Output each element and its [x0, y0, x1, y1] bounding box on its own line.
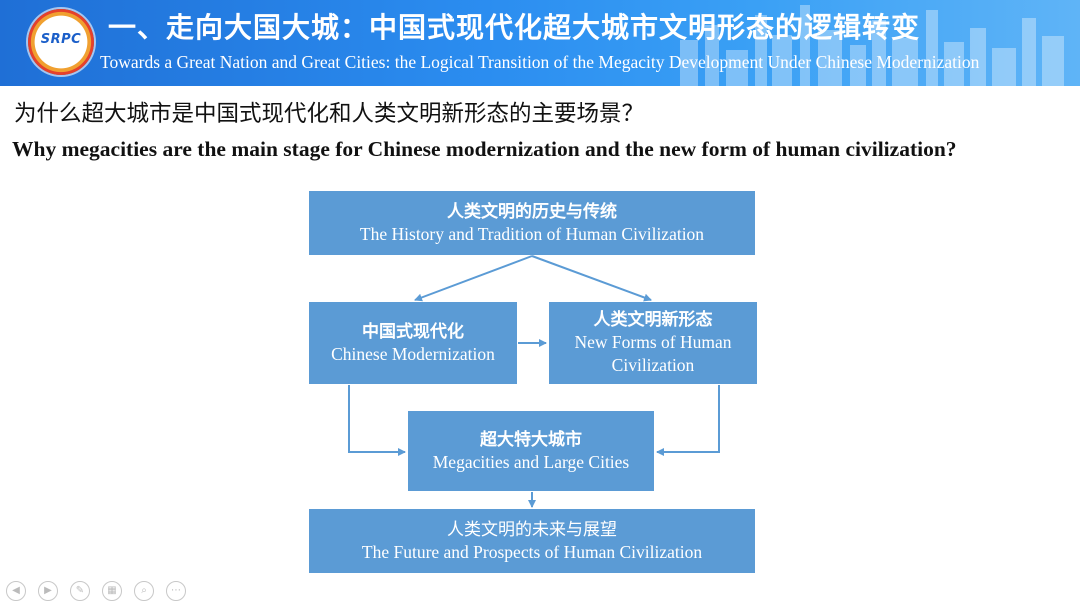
slides-icon[interactable]: ▦	[102, 581, 122, 601]
arrow-newform-to-mega	[656, 385, 720, 456]
node-megacities: 超大特大城市 Megacities and Large Cities	[408, 411, 654, 491]
zoom-icon[interactable]: ⌕	[134, 581, 154, 601]
node-future-prospects: 人类文明的未来与展望 The Future and Prospects of H…	[309, 509, 755, 573]
arrow-history-to-modern	[414, 255, 533, 302]
node-new-forms: 人类文明新形态 New Forms of Human Civilization	[549, 302, 757, 384]
logo-text: SRPC	[40, 32, 82, 47]
node-modern-en: Chinese Modernization	[331, 343, 495, 364]
node-history-tradition: 人类文明的历史与传统 The History and Tradition of …	[309, 191, 755, 255]
question-en: Why megacities are the main stage for Ch…	[12, 137, 957, 161]
skyline-graphic	[680, 5, 1064, 86]
header-band: SRPC 一、走向大国大城：中国式现代化超大城市文明形态的逻辑转变 Toward…	[0, 0, 1080, 86]
prev-icon[interactable]: ◀	[6, 581, 26, 601]
more-icon[interactable]: ⋯	[166, 581, 186, 601]
question-cn: 为什么超大城市是中国式现代化和人类文明新形态的主要场景？	[14, 101, 645, 127]
node-future-en: The Future and Prospects of Human Civili…	[361, 541, 703, 562]
arrow-modern-to-mega	[348, 385, 406, 456]
node-modern-cn: 中国式现代化	[362, 321, 464, 342]
node-future-cn: 人类文明的未来与展望	[447, 519, 617, 540]
pen-icon[interactable]: ✎	[70, 581, 90, 601]
node-history-en: The History and Tradition of Human Civil…	[359, 223, 705, 244]
node-chinese-modernization: 中国式现代化 Chinese Modernization	[309, 302, 517, 384]
node-history-cn: 人类文明的历史与传统	[447, 201, 617, 222]
node-newform-en: New Forms of Human Civilization	[574, 332, 732, 375]
header-title-en: Towards a Great Nation and Great Cities:…	[100, 52, 980, 72]
next-icon[interactable]: ▶	[38, 581, 58, 601]
arrow-history-to-newform	[531, 255, 652, 302]
node-newform-cn: 人类文明新形态	[593, 310, 713, 330]
node-mega-en: Megacities and Large Cities	[432, 451, 630, 472]
srpc-logo: SRPC	[28, 9, 94, 75]
node-mega-cn: 超大特大城市	[480, 429, 582, 450]
header-title-cn: 一、走向大国大城：中国式现代化超大城市文明形态的逻辑转变	[108, 11, 921, 44]
